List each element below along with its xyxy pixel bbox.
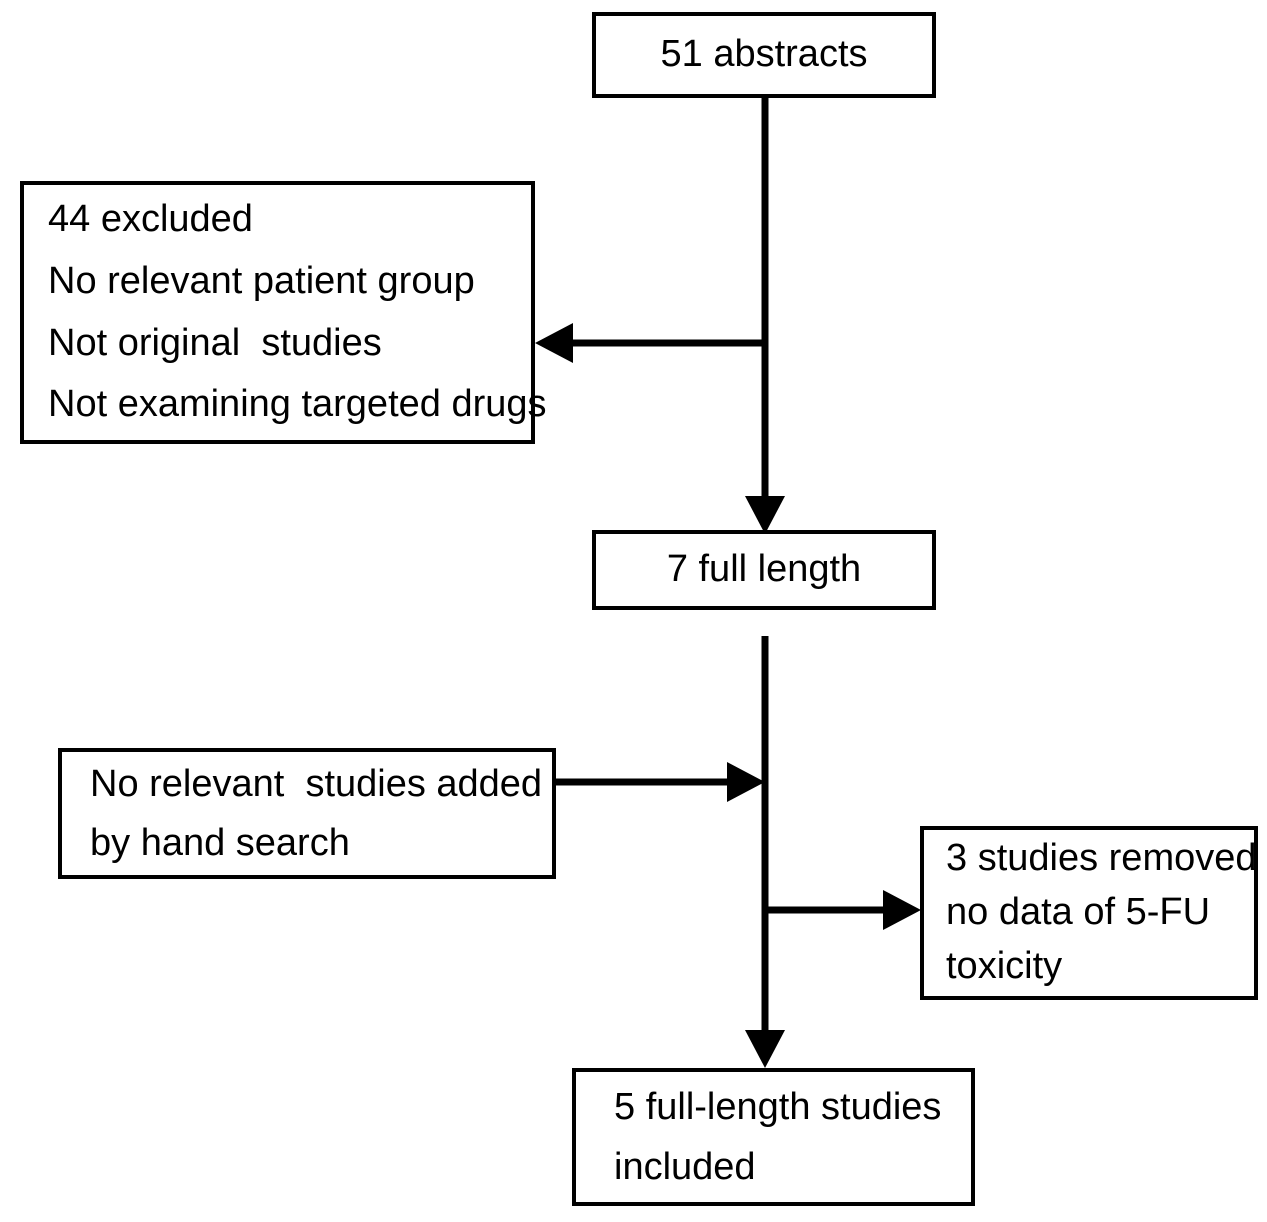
edge-abstracts-to-full-length <box>745 96 785 534</box>
node-excluded: 44 excluded No relevant patient group No… <box>20 181 547 444</box>
node-hand-search: No relevant studies added by hand search <box>58 748 556 879</box>
node-full-length-line-1: 7 full length <box>666 548 862 591</box>
node-studies-removed-line-3: toxicity <box>946 944 1063 987</box>
node-excluded-line-1: 44 excluded <box>48 198 253 241</box>
node-studies-removed-line-2: no data of 5-FU <box>946 891 1211 934</box>
edge-trunk-to-removed <box>765 890 921 930</box>
node-studies-included-line-1: 5 full-length studies <box>614 1085 942 1128</box>
node-studies-included: 5 full-length studies included <box>572 1068 975 1206</box>
node-hand-search-line-2: by hand search <box>90 821 350 864</box>
node-studies-removed: 3 studies removed no data of 5-FU toxici… <box>920 826 1258 1000</box>
node-studies-included-line-2: included <box>614 1146 756 1188</box>
node-excluded-line-3: Not original studies <box>48 321 382 364</box>
node-hand-search-line-1: No relevant studies added <box>90 762 543 805</box>
edge-hand-search-to-trunk <box>556 762 765 802</box>
node-abstracts: 51 abstracts <box>592 12 936 98</box>
edge-full-length-to-included <box>745 636 785 1068</box>
node-excluded-line-4: Not examining targeted drugs <box>48 383 547 426</box>
node-excluded-line-2: No relevant patient group <box>48 259 475 302</box>
node-full-length: 7 full length <box>592 530 936 610</box>
edge-trunk-to-excluded <box>535 323 765 363</box>
node-studies-removed-line-1: 3 studies removed <box>946 837 1257 880</box>
node-abstracts-line-1: 51 abstracts <box>660 33 868 76</box>
